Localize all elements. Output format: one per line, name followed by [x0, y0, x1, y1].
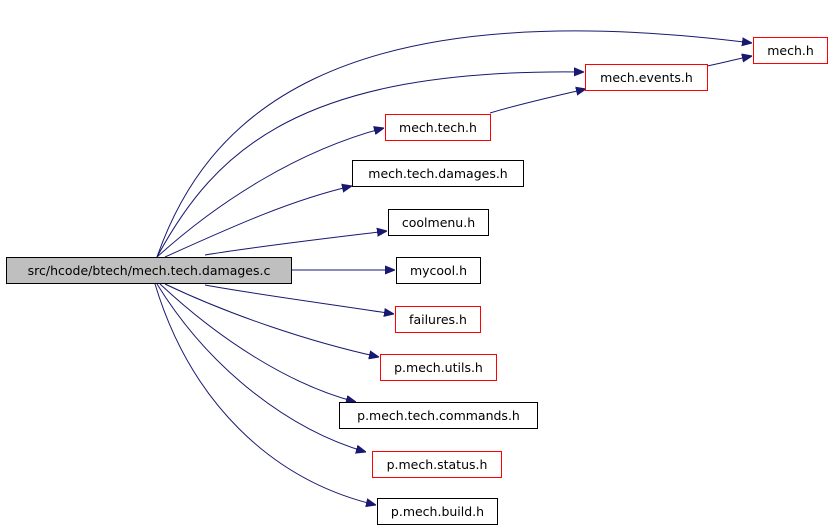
edge-source-to-p-mech-build-h	[154, 283, 376, 505]
node-box	[6, 257, 292, 284]
node-failures-h[interactable]: failures.h	[395, 306, 481, 333]
edge-source-to-mech-events-h	[156, 72, 584, 258]
node-label: mycool.h	[410, 263, 467, 278]
node-mech-tech-damages-h[interactable]: mech.tech.damages.h	[352, 160, 524, 187]
node-source-file[interactable]: src/hcode/btech/mech.tech.damages.c	[6, 257, 292, 284]
node-p-mech-utils-h[interactable]: p.mech.utils.h	[380, 354, 497, 381]
node-mech-tech-h[interactable]: mech.tech.h	[385, 114, 491, 141]
node-box	[396, 257, 481, 284]
node-box	[395, 306, 481, 333]
node-box	[385, 114, 491, 141]
edge-source-to-p-mech-status-h	[156, 283, 366, 452]
node-label: failures.h	[409, 312, 467, 327]
node-label: mech.events.h	[600, 70, 693, 85]
edge-source-to-mech-tech-h	[156, 128, 384, 258]
edge-source-to-p-mech-utils-h	[164, 283, 379, 357]
node-box	[380, 354, 497, 381]
node-box	[753, 37, 828, 64]
edge-mech-tech-h-to-mech-events-h	[489, 89, 586, 114]
edge-mech-events-h-to-mech-h	[706, 56, 752, 67]
node-box	[352, 160, 524, 187]
node-p-mech-build-h[interactable]: p.mech.build.h	[377, 498, 498, 525]
node-box	[388, 209, 489, 236]
edge-source-to-mech-h	[156, 30, 752, 258]
node-label: p.mech.status.h	[387, 457, 488, 472]
node-label: p.mech.build.h	[391, 504, 484, 519]
edge-source-to-p-mech-tech-commands-h	[159, 283, 356, 402]
node-box	[377, 498, 498, 525]
node-p-mech-tech-commands-h[interactable]: p.mech.tech.commands.h	[339, 402, 538, 429]
node-box	[372, 451, 502, 478]
node-label: p.mech.utils.h	[394, 360, 483, 375]
node-label: src/hcode/btech/mech.tech.damages.c	[28, 263, 271, 278]
node-p-mech-status-h[interactable]: p.mech.status.h	[372, 451, 502, 478]
node-label: p.mech.tech.commands.h	[357, 408, 520, 423]
node-coolmenu-h[interactable]: coolmenu.h	[388, 209, 489, 236]
node-mech-h[interactable]: mech.h	[753, 37, 828, 64]
edge-source-to-mech-tech-damages-h	[164, 186, 352, 258]
node-label: mech.tech.damages.h	[368, 166, 507, 181]
node-mech-events-h[interactable]: mech.events.h	[585, 64, 708, 91]
node-box	[585, 64, 708, 91]
node-label: mech.h	[767, 43, 814, 58]
node-mycool-h[interactable]: mycool.h	[396, 257, 481, 284]
edges	[154, 30, 752, 505]
edge-source-to-failures-h	[204, 284, 394, 314]
node-box	[339, 402, 538, 429]
node-label: mech.tech.h	[399, 120, 477, 135]
node-label: coolmenu.h	[402, 215, 475, 230]
edge-source-to-coolmenu-h	[204, 231, 387, 256]
